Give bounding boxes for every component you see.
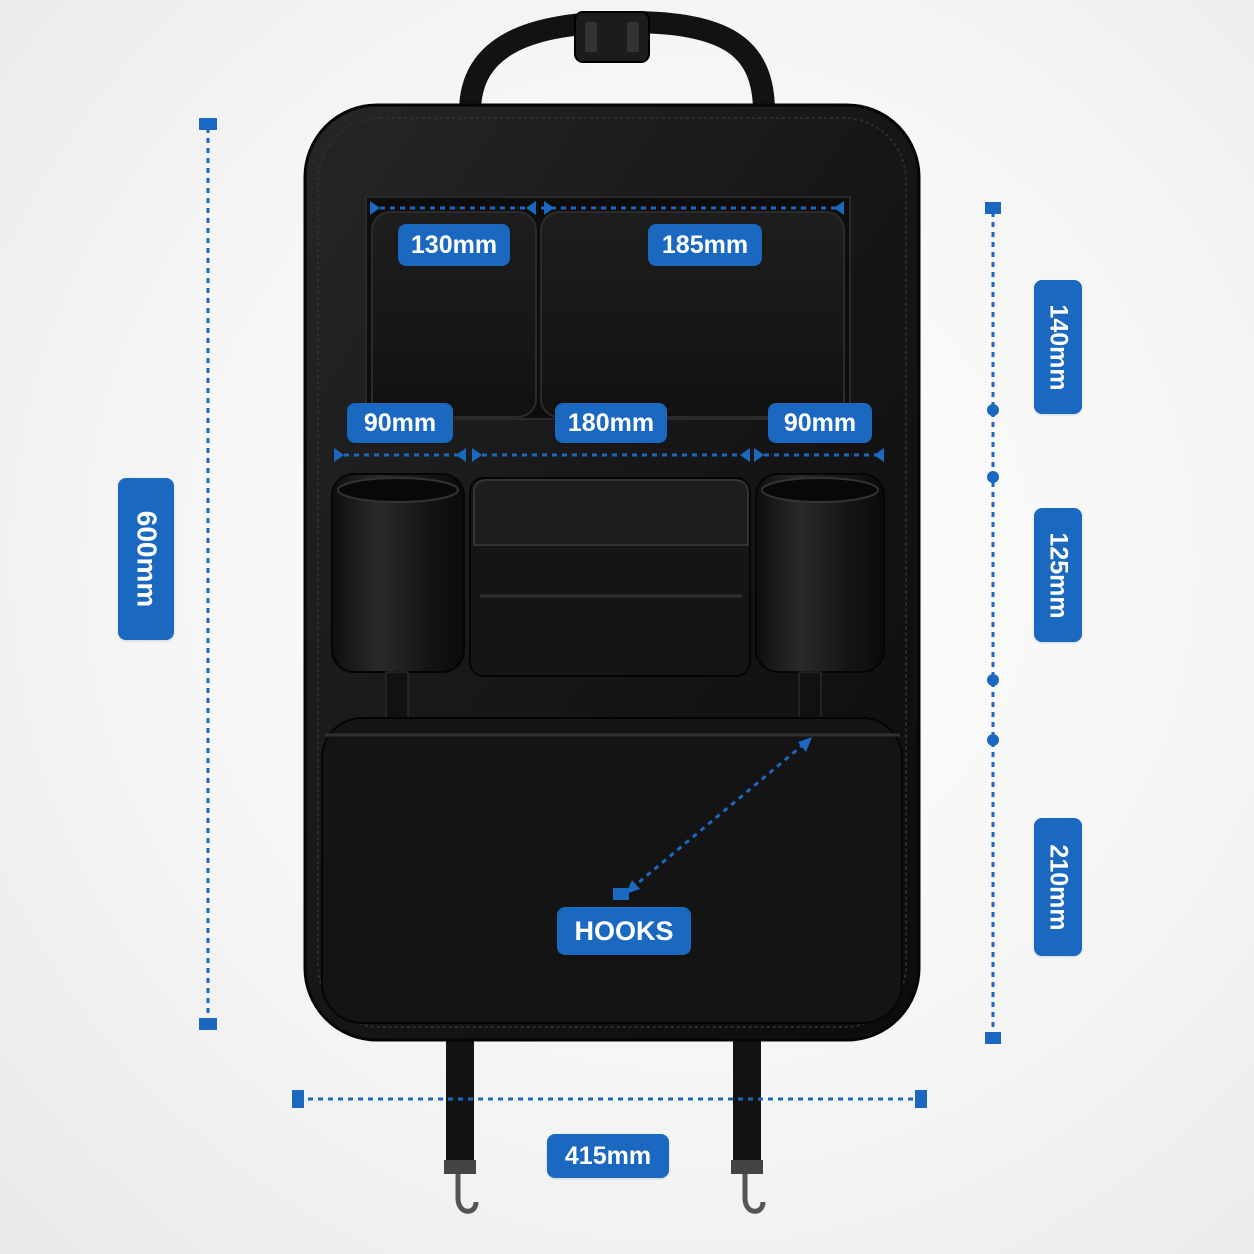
hook-icon xyxy=(455,1174,479,1214)
cup-left-width-label: 90mm xyxy=(347,403,453,443)
dimension-lines xyxy=(206,128,995,1101)
upper-section-height-label: 140mm xyxy=(1034,280,1082,414)
middle-section-height-label: 125mm xyxy=(1034,508,1082,642)
lower-section-height-label: 210mm xyxy=(1034,818,1082,956)
pocket-right-width-label: 185mm xyxy=(648,224,762,266)
cup-holder-left xyxy=(331,473,465,673)
tablet-pocket-large xyxy=(540,211,845,418)
lower-pocket xyxy=(321,717,903,1024)
hooks-label: HOOKS xyxy=(557,907,691,955)
dimension-endcaps xyxy=(199,118,1001,1108)
middle-pockets xyxy=(331,473,885,677)
total-height-label: 600mm xyxy=(118,478,174,640)
tissue-box-width-label: 180mm xyxy=(555,403,667,443)
upper-pockets xyxy=(365,196,851,420)
top-strap xyxy=(459,10,775,113)
body-stitching xyxy=(317,117,907,1028)
bottom-strap-left xyxy=(444,1030,479,1214)
pocket-left-width-label: 130mm xyxy=(398,224,510,266)
cup-right-width-label: 90mm xyxy=(768,403,872,443)
hook-icon xyxy=(742,1174,766,1214)
cup-holder-right xyxy=(755,473,885,673)
total-width-label: 415mm xyxy=(547,1134,669,1178)
tissue-flap xyxy=(473,479,749,546)
bottom-strap-right xyxy=(731,1030,766,1214)
